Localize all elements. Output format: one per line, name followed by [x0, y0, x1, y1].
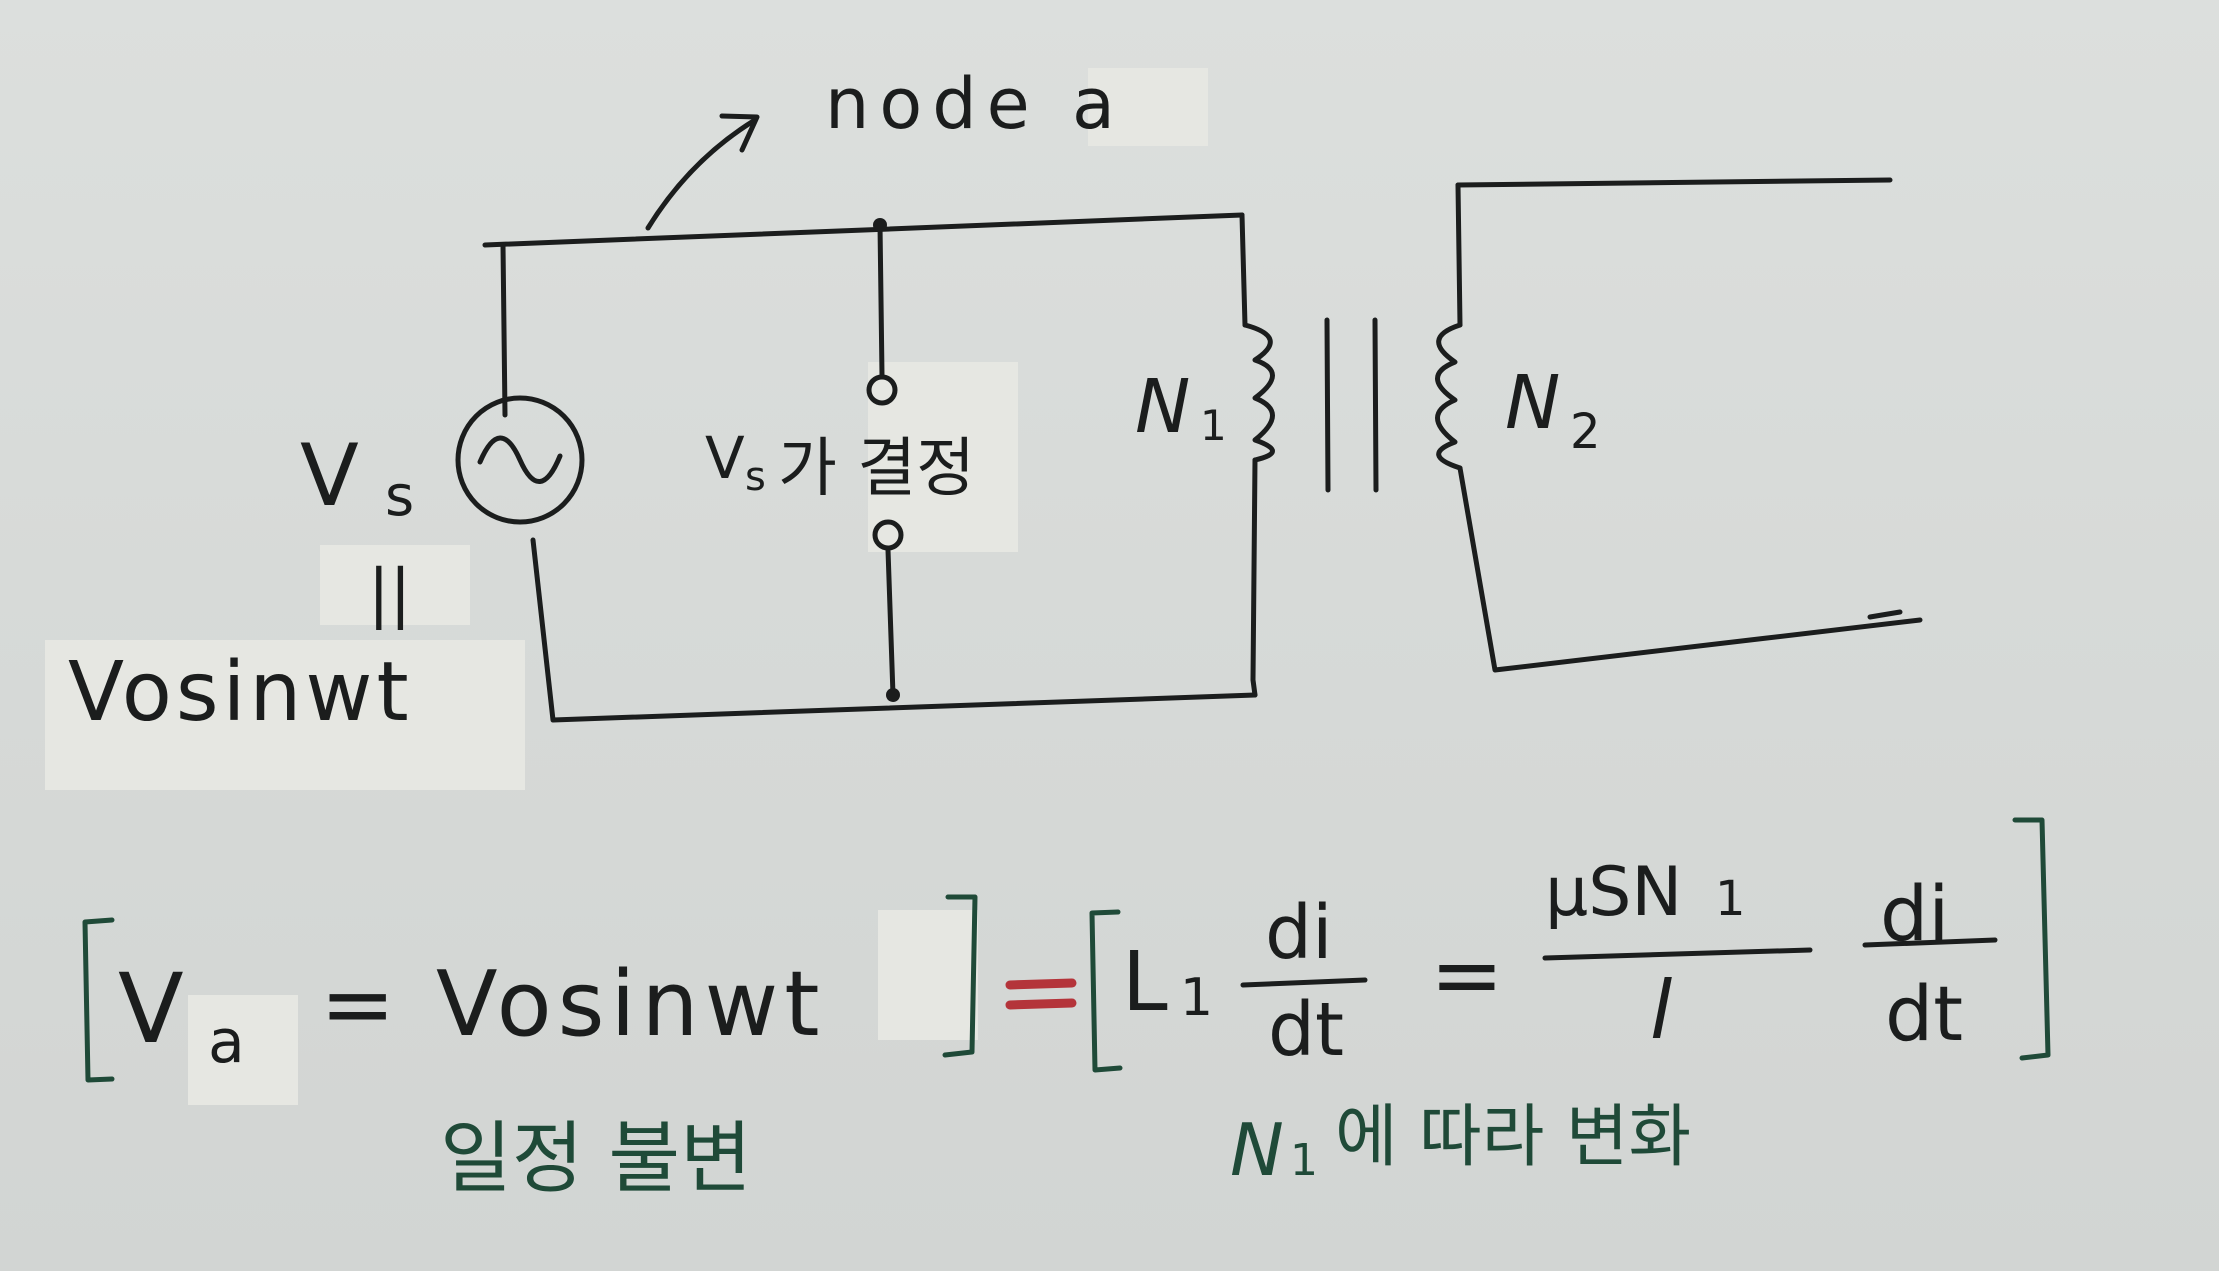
sine-wave-icon: [477, 435, 563, 484]
equation-second-equals: =: [1430, 923, 1504, 1026]
primary-turns-sub: 1: [1200, 401, 1227, 450]
correction-patch-equation-sub: [188, 995, 298, 1105]
determined-by-symbol-sub: s: [745, 454, 766, 500]
switch-top-wire: [877, 222, 885, 378]
node-label: node a: [825, 63, 1125, 145]
primary-right-wire-top: [1239, 212, 1248, 328]
node-dot-top: [873, 218, 887, 232]
secondary-left-wire-top: [1455, 182, 1463, 328]
equation-right-frac-num-sub: 1: [1715, 871, 1746, 927]
primary-coil: [1242, 322, 1275, 463]
core-line-left: [1324, 317, 1331, 493]
secondary-turns-sub: 2: [1570, 404, 1601, 460]
red-equals-bottom-stroke: [1005, 998, 1077, 1010]
primary-right-wire-bottom: [1250, 457, 1258, 698]
equation-right-frac2-bar: [1862, 937, 1998, 948]
equation-right-frac-den: l: [1650, 964, 1672, 1057]
correction-patch-source-expression: [45, 640, 525, 790]
equation-middle-frac-bar: [1240, 977, 1368, 988]
determined-by-symbol-main: V: [705, 424, 745, 492]
equation-middle-prefix: L: [1122, 935, 1168, 1030]
correction-patch-equation-end: [878, 910, 978, 1040]
secondary-left-wire-bottom: [1457, 465, 1923, 673]
top-wire: [482, 212, 1245, 248]
source-left-wire: [500, 242, 508, 418]
equation-middle-frac-den: dt: [1268, 987, 1344, 1073]
secondary-top-wire: [1455, 177, 1893, 188]
determined-by-text: 가 결정: [778, 432, 975, 506]
source-symbol-main: V: [300, 426, 359, 526]
switch-bottom-terminal: [872, 519, 904, 551]
secondary-turns-main: N: [1505, 360, 1560, 446]
equation-left-term-rhs: = Vosinwt: [320, 952, 826, 1057]
equation-right-frac-bar: [1542, 947, 1813, 961]
right-annotation-sub: 1: [1290, 1135, 1318, 1186]
source-expression: Vosinwt: [68, 645, 413, 740]
secondary-coil: [1435, 322, 1463, 471]
source-symbol-sub: s: [385, 464, 414, 529]
right-annotation-text: 에 따라 변화: [1335, 1098, 1691, 1177]
equation-left-term-main: V: [118, 953, 184, 1065]
equation-left-term-sub: a: [208, 1007, 245, 1077]
left-annotation: 일정 불변: [440, 1114, 752, 1204]
ac-source-circle: [455, 395, 585, 525]
secondary-end-tick-bottom: [1867, 609, 1903, 620]
source-equals-vertical: ||: [368, 557, 411, 631]
equation-middle-frac-num: di: [1265, 890, 1333, 976]
correction-patch-node: [1088, 68, 1208, 146]
switch-bottom-wire: [885, 547, 896, 698]
equation-right-frac-num-main: μSN: [1545, 853, 1682, 932]
core-line-right: [1372, 317, 1379, 493]
left-bracket-open: [82, 917, 115, 1083]
primary-turns-main: N: [1135, 364, 1190, 450]
red-equals-top-stroke: [1005, 978, 1077, 990]
right-bracket-open: [1089, 909, 1123, 1073]
left-bracket-close: [942, 894, 978, 1058]
correction-patch-source-symbol: [320, 545, 470, 625]
node-pointer-arrow: [645, 117, 758, 231]
equation-middle-sub: 1: [1180, 968, 1213, 1028]
node-dot-bottom: [886, 688, 900, 702]
source-bottom-wire: [530, 537, 1258, 723]
right-annotation-main: N: [1230, 1108, 1284, 1192]
equation-right-frac2-den: dt: [1885, 969, 1963, 1058]
switch-top-terminal: [866, 374, 898, 406]
node-pointer-arrowhead: [719, 113, 760, 153]
right-bracket-close: [2012, 817, 2051, 1061]
